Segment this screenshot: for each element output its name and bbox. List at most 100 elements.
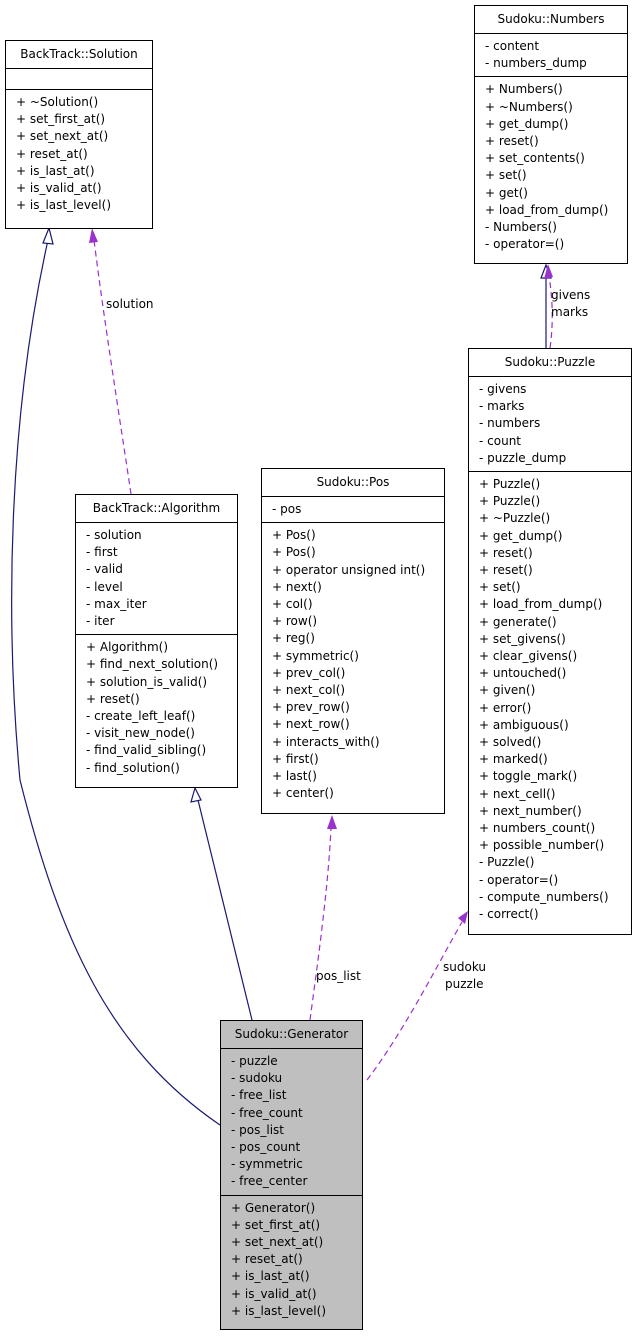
method-item: - compute_numbers() [479,889,609,904]
method-item: + interacts_with() [272,734,380,749]
method-item: + is_last_at() [16,163,95,178]
usage-arrowhead-pos [327,815,337,829]
method-item: + toggle_mark() [479,769,578,784]
method-item: - Numbers() [485,220,557,235]
inheritance-arrowhead-algorithm [190,786,202,803]
method-item: - Puzzle() [479,855,535,870]
method-item: + prev_row() [272,700,350,715]
attributes-section: - content- numbers_dump [475,34,627,76]
method-item: + numbers_count() [479,821,596,836]
usage-arrowhead-numbers [544,264,553,279]
method-item: + is_valid_at() [16,181,102,196]
attribute-item: - pos_list [231,1122,284,1137]
method-item: + set() [479,580,521,595]
method-item: + is_last_at() [231,1269,310,1284]
usage-edge-generator-puzzle [366,921,463,1081]
method-item: + is_valid_at() [231,1286,317,1301]
class-name: Sudoku::Generator [221,1021,362,1049]
inheritance-edge-generator-algorithm [197,799,253,1021]
methods-section: + Numbers()+ ~Numbers()+ get_dump()+ res… [475,76,627,257]
method-item: + generate() [479,614,557,629]
attributes-section [6,69,152,89]
method-item: + Generator() [231,1200,316,1215]
attribute-item: - pos [272,502,302,516]
method-item: + possible_number() [479,838,605,853]
attribute-item: - sudoku [231,1071,283,1086]
attributes-section: - puzzle- sudoku- free_list- free_count-… [221,1049,362,1195]
method-item: + Puzzle() [479,477,541,492]
method-item: - visit_new_node() [86,726,195,741]
method-item: + clear_givens() [479,649,578,664]
method-item: + set_next_at() [16,129,109,144]
inheritance-arrowhead-solution [42,226,54,245]
method-item: + set_first_at() [16,112,106,127]
methods-section: + Algorithm()+ find_next_solution()+ sol… [76,634,237,781]
methods-section: + Pos() + Pos() + operator unsigned int() +… [262,522,444,806]
method-item: + untouched() [479,666,567,681]
method-item: - find_valid_sibling() [86,743,207,758]
method-item: + ~Solution() [16,95,99,109]
attribute-item: - level [86,579,123,594]
edge-label-solution: solution [106,297,154,311]
method-item: + ~Numbers() [485,99,573,114]
class-box-sudoku-puzzle: Sudoku::Puzzle- givens- marks- numbers- … [468,348,632,935]
method-item: + reset() [86,691,140,706]
methods-section: + Puzzle()+ Puzzle()+ ~Puzzle()+ get_dum… [469,471,631,927]
attribute-item: - numbers [479,416,541,431]
method-item: + prev_col() [272,665,346,680]
attributes-section: - solution- first- valid- level- max_ite… [76,523,237,634]
method-item: + is_last_level() [231,1303,326,1318]
method-item: + col() [272,597,313,612]
method-item: + find_next_solution() [86,657,219,672]
method-item: + operator unsigned int() [272,562,426,577]
edge-label-marks: marks [551,305,589,319]
method-item: - operator=() [485,237,565,252]
inheritance-edge-generator-solution [11,239,221,1126]
method-item: + reg() [272,631,315,646]
attribute-item: - count [479,433,521,448]
method-item: + Algorithm() [86,640,169,655]
method-item: + ambiguous() [479,717,569,732]
method-item: + set_contents() [485,151,585,166]
method-item: + first() [272,751,319,766]
method-item: + given() [479,683,536,698]
class-name: BackTrack::Algorithm [76,495,237,523]
attribute-item: - free_center [231,1174,308,1189]
method-item: + reset_at() [16,146,88,161]
method-item: + center() [272,786,334,801]
attribute-item: - puzzle_dump [479,450,567,465]
attribute-item: - free_count [231,1105,303,1120]
attribute-item: - solution [86,528,142,542]
methods-section: + Generator()+ set_first_at()+ set_next_… [221,1194,362,1324]
method-item: + row() [272,614,318,629]
method-item: + solved() [479,735,542,750]
method-item: + next() [272,579,322,594]
method-item: + get_dump() [479,528,563,543]
usage-arrowhead-puzzle [458,911,468,924]
method-item: + Pos() [272,528,316,543]
method-item: + set_first_at() [231,1217,321,1232]
method-item: + set() [485,168,527,183]
usage-arrowhead-solution [89,228,98,243]
method-item: - operator=() [479,872,559,887]
attribute-item: - givens [479,382,527,396]
method-item: + get_dump() [485,116,569,131]
method-item: + Pos() [272,545,316,560]
class-name: Sudoku::Numbers [475,6,627,34]
usage-edge-algorithm-solution [93,239,132,495]
method-item: + reset_at() [231,1252,303,1267]
class-box-sudoku-pos: Sudoku::Pos- pos+ Pos()+ Pos()+ operator… [261,468,445,814]
method-item: - create_left_leaf() [86,709,196,724]
method-item: + marked() [479,752,548,767]
method-item: + load_from_dump() [479,597,603,612]
class-name: Sudoku::Puzzle [469,349,631,377]
method-item: + ~Puzzle() [479,511,551,526]
method-item: + reset() [479,545,533,560]
method-item: - find_solution() [86,760,180,775]
method-item: + next_row() [272,717,350,732]
method-item: + next_cell() [479,786,556,801]
method-item: + is_last_level() [16,198,111,213]
attributes-section: - pos [262,497,444,522]
attribute-item: - max_iter [86,596,147,611]
class-box-backtrack-algorithm: BackTrack::Algorithm- solution- first- v… [75,494,238,788]
